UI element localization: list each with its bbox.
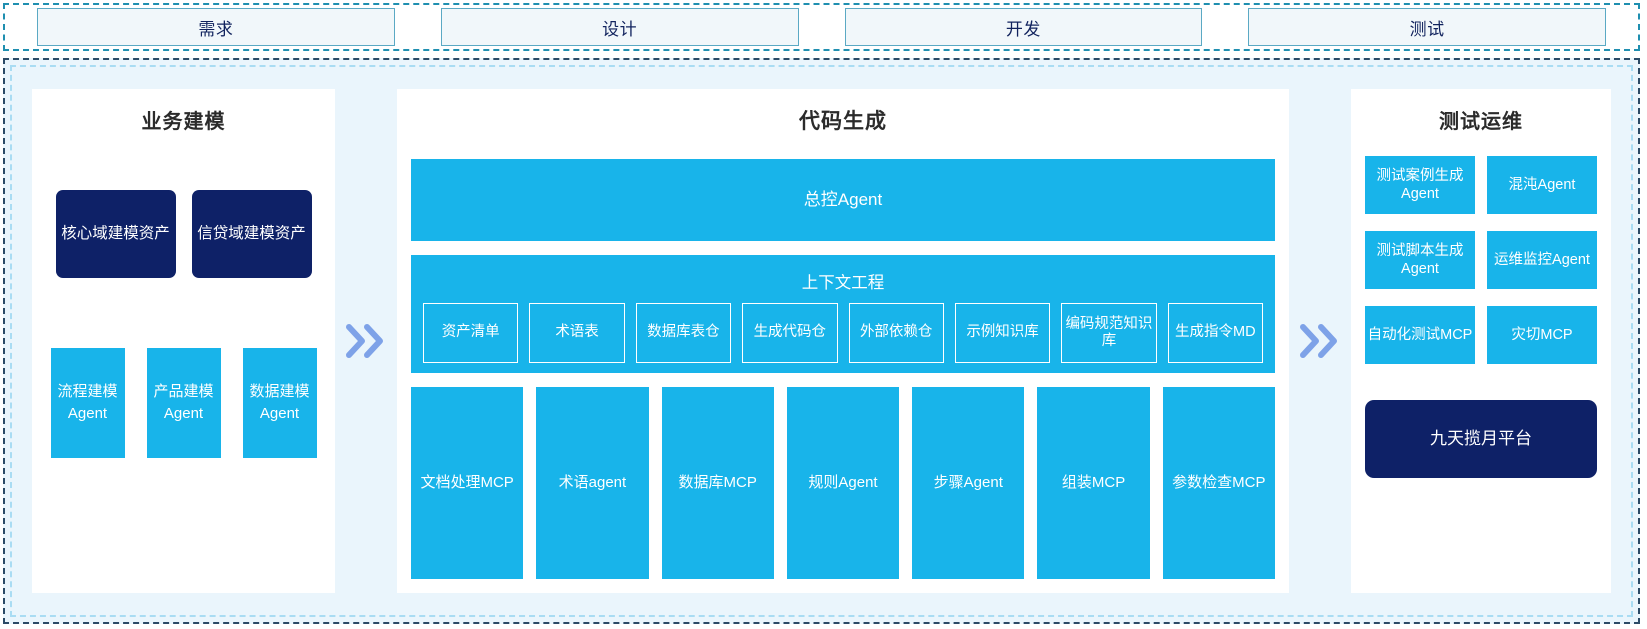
tool-database-mcp[interactable]: 数据库MCP (661, 387, 774, 579)
tool-rule-agent[interactable]: 规则Agent (786, 387, 900, 579)
context-item-coding-standard-knowledge-base[interactable]: 编码规范知识库 (1061, 303, 1157, 363)
code-generation-body: 总控Agent 上下文工程 资产清单 术语表 数据库表仓 生成代码仓 外部依赖仓… (411, 159, 1275, 579)
tool-document-processing-mcp[interactable]: 文档处理MCP (411, 387, 524, 579)
phase-box-requirements[interactable]: 需求 (37, 8, 395, 46)
context-engineering-block: 上下文工程 资产清单 术语表 数据库表仓 生成代码仓 外部依赖仓 示例知识库 编… (411, 255, 1275, 373)
automated-test-mcp[interactable]: 自动化测试MCP (1365, 306, 1475, 364)
phase-bar: 需求 设计 开发 测试 (3, 3, 1640, 51)
tool-glossary-agent[interactable]: 术语agent (536, 387, 649, 579)
panel-business-modeling: 业务建模 核心域建模资产 信贷域建模资产 流程建模Agent 产品建模Agent… (32, 89, 335, 593)
context-engineering-items: 资产清单 术语表 数据库表仓 生成代码仓 外部依赖仓 示例知识库 编码规范知识库… (423, 303, 1263, 363)
disaster-switch-mcp[interactable]: 灾切MCP (1487, 306, 1597, 364)
panel-test-ops: 测试运维 测试案例生成Agent 混沌Agent 测试脚本生成Agent 运维监… (1351, 89, 1611, 593)
context-item-generation-instruction-md[interactable]: 生成指令MD (1167, 303, 1263, 363)
phase-box-design[interactable]: 设计 (440, 8, 799, 46)
panel-title-code-generation: 代码生成 (799, 110, 887, 133)
business-asset-group: 核心域建模资产 信贷域建模资产 (46, 190, 321, 278)
tool-assembly-mcp[interactable]: 组装MCP (1037, 387, 1150, 579)
tool-step-agent[interactable]: 步骤Agent (912, 387, 1025, 579)
context-item-glossary[interactable]: 术语表 (529, 303, 625, 363)
test-case-generation-agent[interactable]: 测试案例生成Agent (1365, 156, 1475, 214)
architecture-stage-inner: 业务建模 核心域建模资产 信贷域建模资产 流程建模Agent 产品建模Agent… (10, 65, 1633, 617)
ops-monitoring-agent[interactable]: 运维监控Agent (1487, 231, 1597, 289)
double-chevron-right-icon-1 (335, 89, 397, 593)
asset-core-domain-modeling[interactable]: 核心域建模资产 (55, 190, 176, 278)
panel-title-test-ops: 测试运维 (1439, 111, 1523, 133)
test-ops-grid: 测试案例生成Agent 混沌Agent 测试脚本生成Agent 运维监控Agen… (1365, 156, 1597, 364)
jiutian-lanyue-platform[interactable]: 九天揽月平台 (1365, 400, 1597, 478)
master-control-agent[interactable]: 总控Agent (411, 159, 1275, 241)
agent-product-modeling[interactable]: 产品建模Agent (146, 348, 221, 458)
tool-parameter-check-mcp[interactable]: 参数检查MCP (1162, 387, 1275, 579)
context-item-db-table-repo[interactable]: 数据库表仓 (635, 303, 732, 363)
test-script-generation-agent[interactable]: 测试脚本生成Agent (1365, 231, 1475, 289)
panel-code-generation: 代码生成 总控Agent 上下文工程 资产清单 术语表 数据库表仓 生成代码仓 … (397, 89, 1289, 593)
architecture-stage: 业务建模 核心域建模资产 信贷域建模资产 流程建模Agent 产品建模Agent… (3, 58, 1640, 624)
phase-box-development[interactable]: 开发 (844, 8, 1203, 46)
business-agent-group: 流程建模Agent 产品建模Agent 数据建模Agent (46, 348, 321, 458)
agent-process-modeling[interactable]: 流程建模Agent (50, 348, 125, 458)
asset-credit-domain-modeling[interactable]: 信贷域建模资产 (191, 190, 312, 278)
context-item-example-knowledge-base[interactable]: 示例知识库 (954, 303, 1051, 363)
panel-title-business-modeling: 业务建模 (141, 111, 226, 133)
phase-box-testing[interactable]: 测试 (1248, 8, 1606, 46)
chaos-agent[interactable]: 混沌Agent (1487, 156, 1597, 214)
context-engineering-title: 上下文工程 (801, 274, 885, 292)
double-chevron-right-icon-2 (1289, 89, 1351, 593)
context-item-generated-code-repo[interactable]: 生成代码仓 (742, 303, 838, 363)
agent-data-modeling[interactable]: 数据建模Agent (242, 348, 317, 458)
context-item-asset-list[interactable]: 资产清单 (423, 303, 519, 363)
code-generation-tool-row: 文档处理MCP 术语agent 数据库MCP 规则Agent 步骤Agent 组… (411, 387, 1275, 579)
context-item-external-dependency-repo[interactable]: 外部依赖仓 (848, 303, 944, 363)
